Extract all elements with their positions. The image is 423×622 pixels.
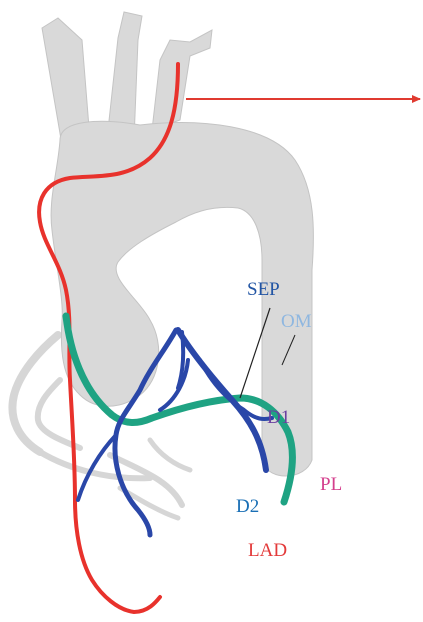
- label-sep: SEP: [247, 280, 280, 299]
- label-om: OM: [281, 312, 312, 331]
- label-pl: PL: [320, 475, 342, 494]
- label-d2: D2: [236, 497, 259, 516]
- label-lad: LAD: [248, 541, 287, 560]
- label-d1: D1: [267, 408, 290, 427]
